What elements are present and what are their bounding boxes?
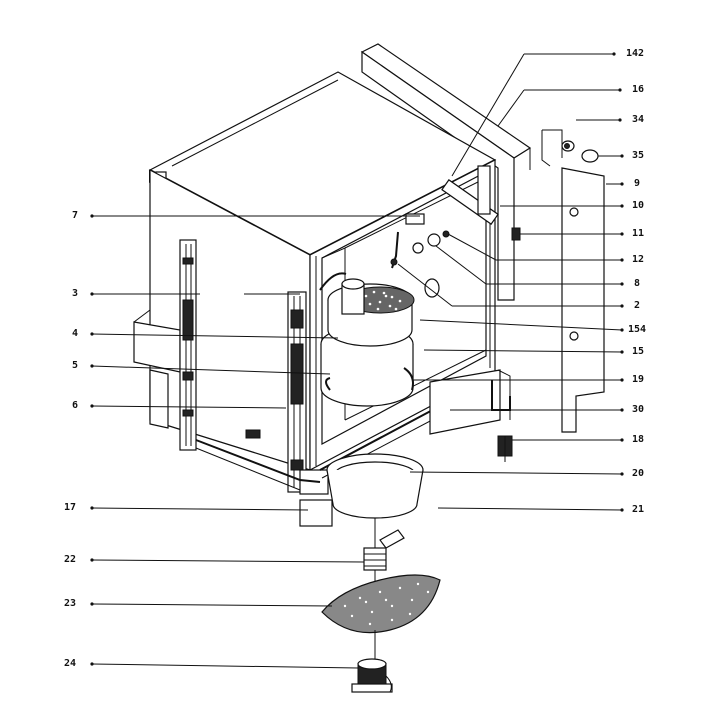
callout-9: 9 <box>634 178 641 189</box>
callout-35: 35 <box>632 150 645 161</box>
callout-142: 142 <box>626 48 645 59</box>
callout-15: 15 <box>632 346 645 357</box>
callout-19: 19 <box>632 374 645 385</box>
callout-11: 11 <box>632 228 645 239</box>
callout-24: 24 <box>64 658 77 669</box>
callout-10: 10 <box>632 200 645 211</box>
clip-parts <box>561 140 599 163</box>
drain-pump <box>351 658 393 693</box>
callout-7: 7 <box>72 210 79 221</box>
side-rail-right <box>287 291 333 527</box>
callout-5: 5 <box>72 360 79 371</box>
filter-plate <box>321 574 441 664</box>
callout-22: 22 <box>64 554 77 565</box>
upper-hardware <box>390 165 521 269</box>
side-rail-left <box>179 239 197 451</box>
callout-18: 18 <box>632 434 645 445</box>
callout-16: 16 <box>632 84 645 95</box>
callout-8: 8 <box>634 278 641 289</box>
spray-arm-assembly <box>319 272 440 407</box>
callout-2: 2 <box>634 300 641 311</box>
callout-21: 21 <box>632 504 645 515</box>
side-panel-right <box>541 129 605 433</box>
tub-back-panel <box>360 43 532 301</box>
callout-30: 30 <box>632 404 645 415</box>
callout-6: 6 <box>72 400 79 411</box>
heater-coil <box>363 547 387 588</box>
callout-4: 4 <box>72 328 79 339</box>
sump-basin <box>326 453 424 549</box>
callout-20: 20 <box>632 468 645 479</box>
callout-17: 17 <box>64 502 77 513</box>
callout-3: 3 <box>72 288 79 299</box>
callout-34: 34 <box>632 114 645 125</box>
callout-23: 23 <box>64 598 77 609</box>
lower-bracket <box>429 369 513 462</box>
callout-154: 154 <box>628 324 647 335</box>
leader-lines <box>90 52 624 669</box>
callout-12: 12 <box>632 254 645 265</box>
